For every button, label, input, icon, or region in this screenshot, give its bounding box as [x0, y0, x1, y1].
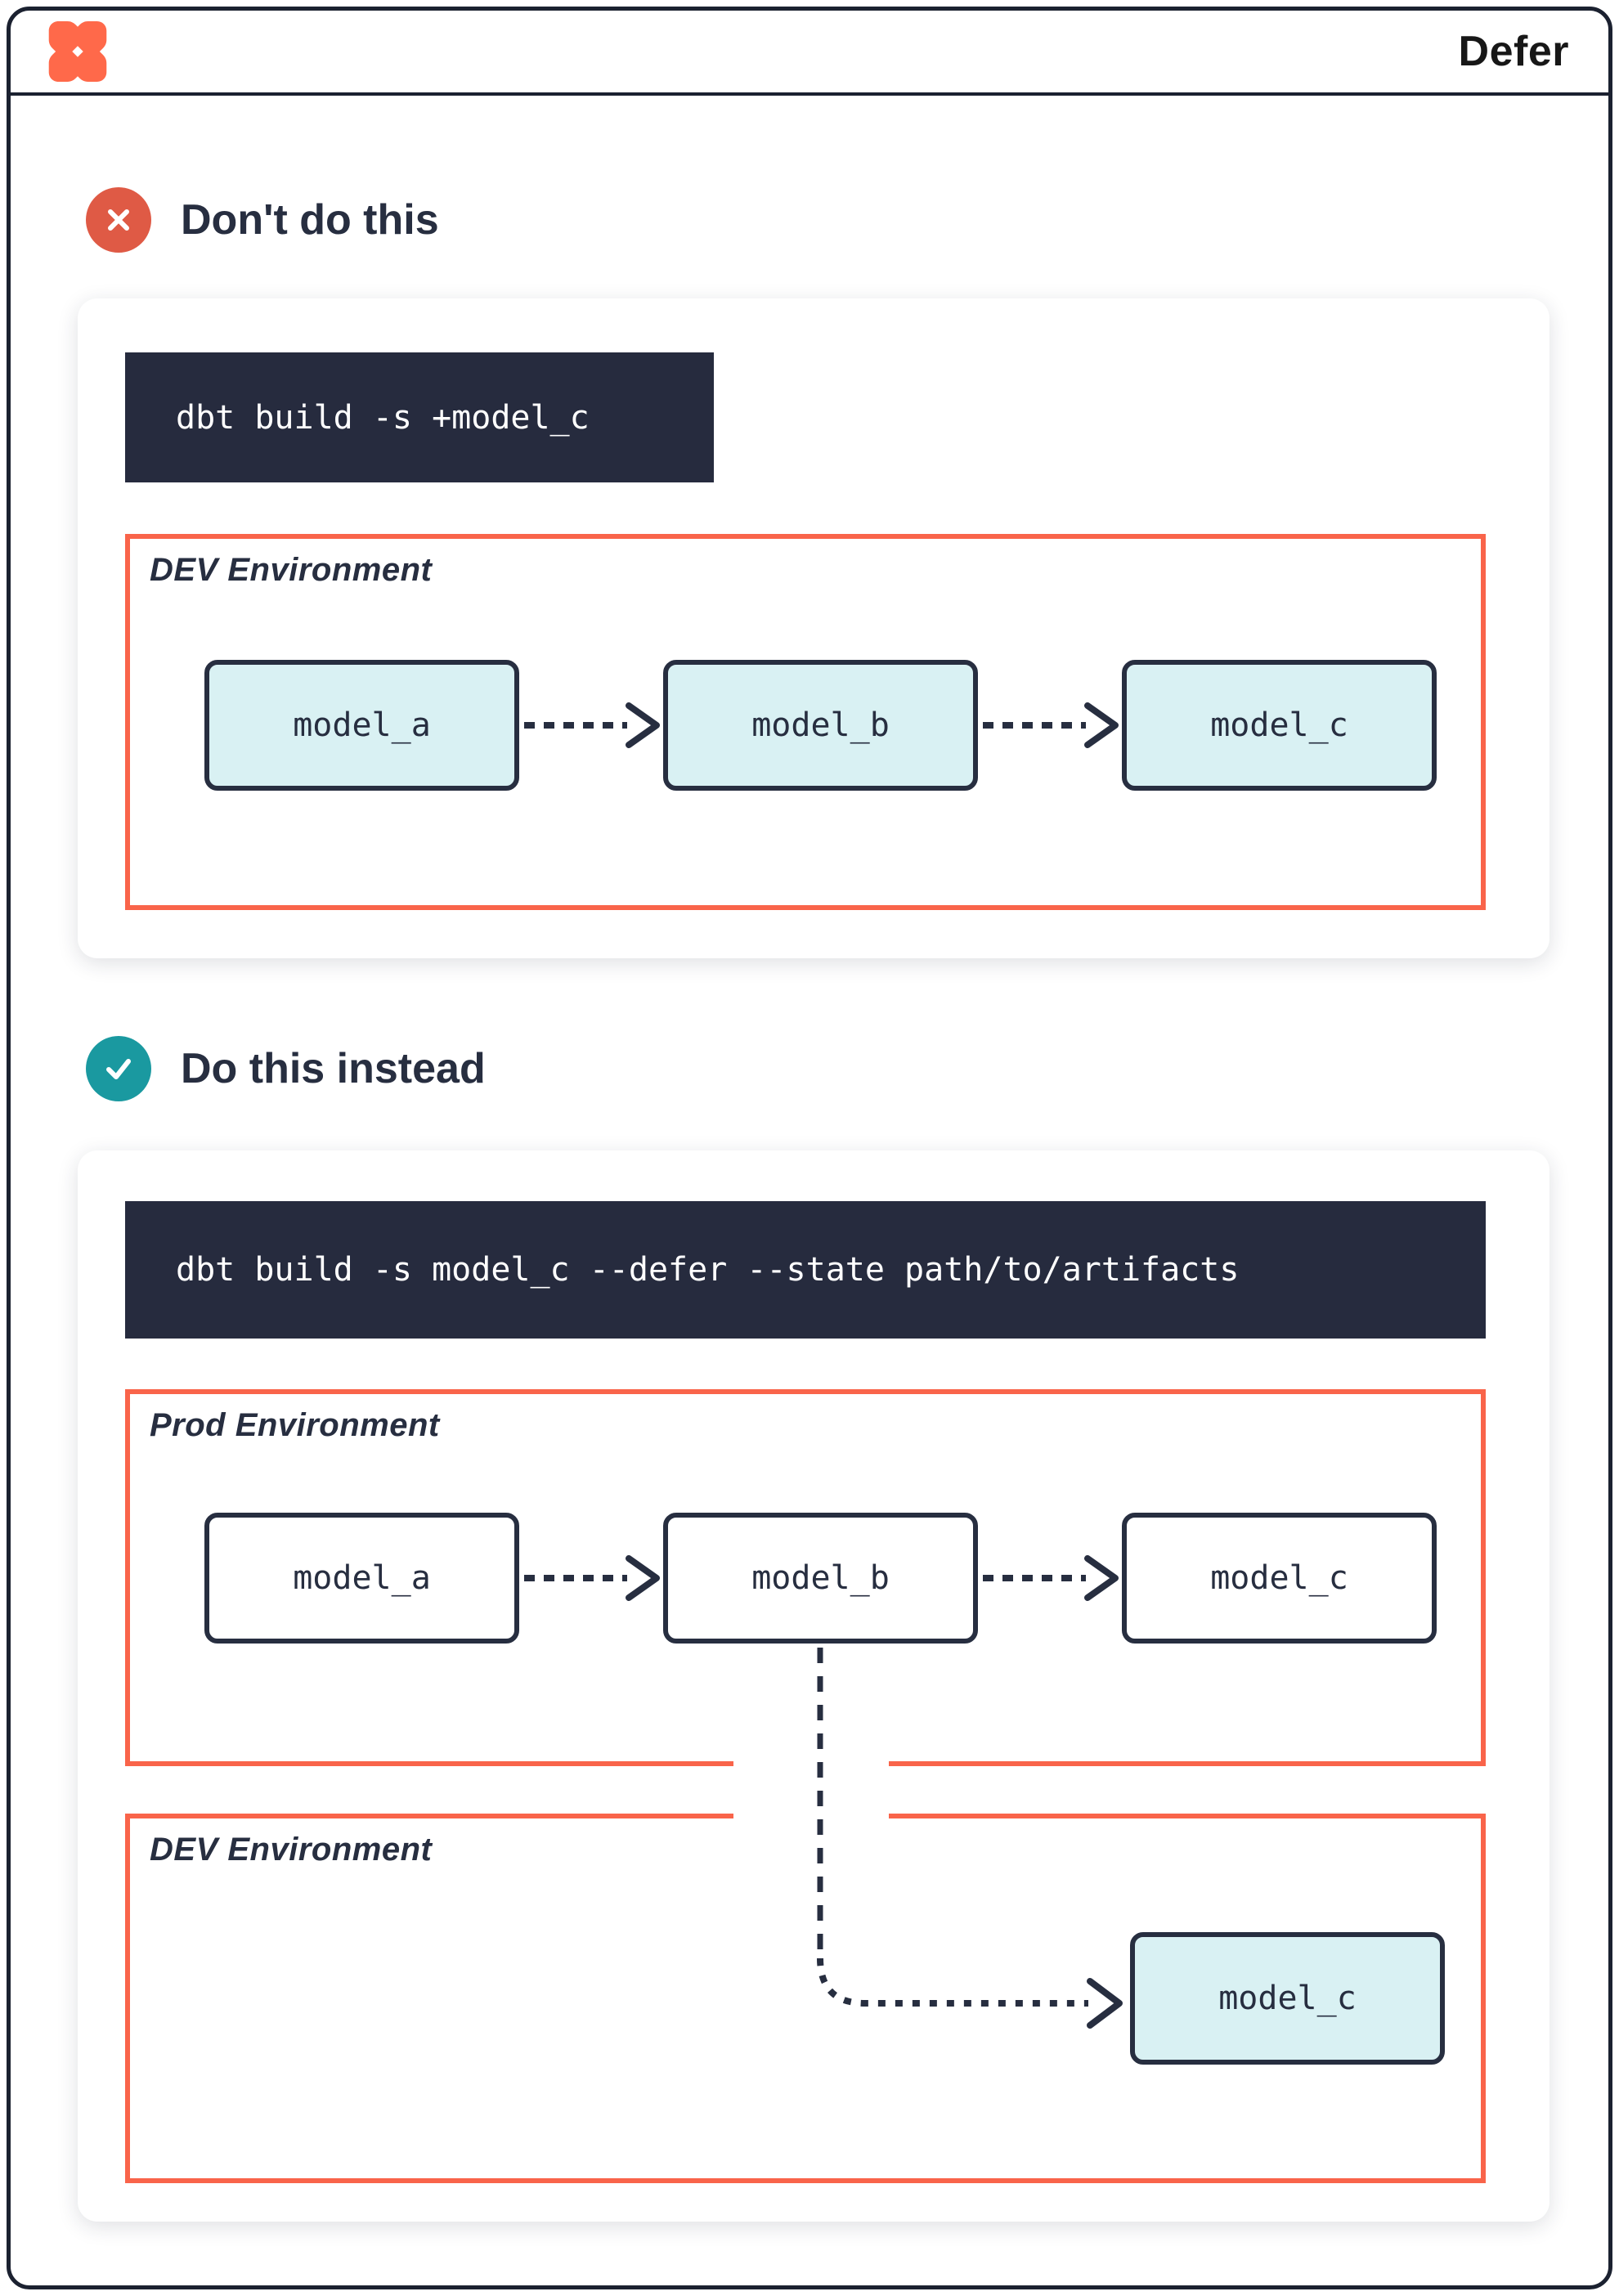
environment-label: DEV Environment: [150, 1832, 433, 1868]
section-heading-dont: Don't do this: [181, 196, 439, 244]
command-block: dbt build -s +model_c: [125, 352, 714, 482]
dependency-arrow-icon: [983, 702, 1119, 748]
dont-do-this-badge: [86, 187, 151, 253]
command-text: dbt build -s model_c --defer --state pat…: [176, 1251, 1240, 1289]
prod-environment-box: Prod Environment model_a model_b model_c: [125, 1389, 1486, 1766]
model-node: model_c: [1122, 660, 1437, 791]
model-node: model_a: [204, 660, 519, 791]
header-bar: Defer: [11, 11, 1608, 96]
model-node: model_b: [663, 1513, 978, 1644]
dont-card: dbt build -s +model_c DEV Environment mo…: [78, 298, 1549, 958]
dev-environment-box: DEV Environment model_a model_b model_c: [125, 534, 1486, 910]
border-gap: [733, 1759, 889, 1769]
dependency-arrow-icon: [983, 1555, 1119, 1601]
model-node: model_b: [663, 660, 978, 791]
environment-label: Prod Environment: [150, 1407, 440, 1443]
page-title: Defer: [1458, 28, 1569, 75]
model-node: model_a: [204, 1513, 519, 1644]
dev-environment-box: DEV Environment model_c: [125, 1814, 1486, 2183]
x-icon: [108, 209, 129, 231]
app-window: Defer Don't do this dbt build -s +model_…: [7, 7, 1612, 2289]
do-this-instead-badge: [86, 1036, 151, 1101]
section-heading-do: Do this instead: [181, 1045, 486, 1092]
dbt-logo-icon: [48, 21, 107, 82]
dependency-arrow-icon: [524, 702, 660, 748]
dependency-arrow-icon: [524, 1555, 660, 1601]
command-block: dbt build -s model_c --defer --state pat…: [125, 1201, 1486, 1339]
do-card: dbt build -s model_c --defer --state pat…: [78, 1150, 1549, 2222]
border-gap: [733, 1811, 889, 1821]
model-node: model_c: [1122, 1513, 1437, 1644]
model-node: model_c: [1130, 1932, 1445, 2065]
check-icon: [106, 1059, 131, 1079]
environment-label: DEV Environment: [150, 552, 433, 588]
command-text: dbt build -s +model_c: [176, 398, 590, 437]
